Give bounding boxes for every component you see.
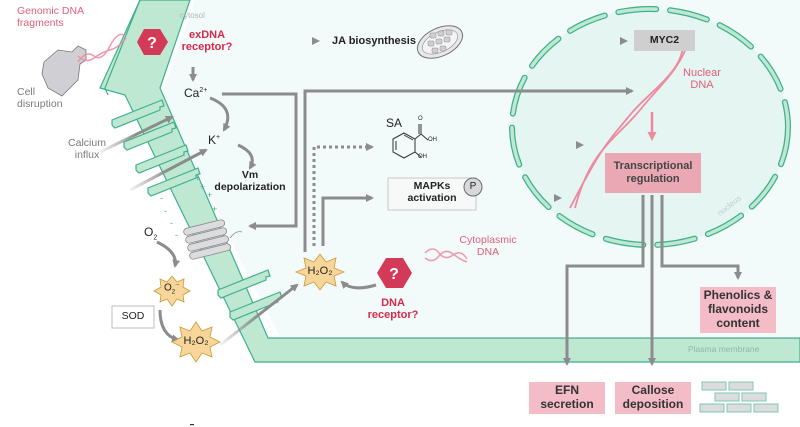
cell-wall-icon xyxy=(699,381,779,413)
phospho-badge xyxy=(463,177,483,197)
h2o2-burst-cytosol xyxy=(294,253,346,291)
superoxide-burst xyxy=(153,275,191,307)
plasma-membrane xyxy=(99,0,800,363)
dna-receptor-icon xyxy=(377,258,412,288)
sa-o-atom: O xyxy=(418,116,423,122)
h2o2-cytosol-label: H₂O₂ xyxy=(307,265,333,277)
svg-text:+: + xyxy=(207,190,212,200)
svg-text:+: + xyxy=(200,182,205,192)
exdna-receptor-question: ? xyxy=(147,35,157,52)
cytoplasmic-dna-icon xyxy=(424,248,468,263)
membrane-charges: ++++ ---- xyxy=(160,173,217,240)
myc2-label: MYC2 xyxy=(649,34,680,46)
sod-box xyxy=(111,305,155,329)
sa-label: SA xyxy=(386,116,403,130)
potassium-ion-label: K+ xyxy=(208,133,221,147)
svg-text:-: - xyxy=(164,206,167,216)
svg-text:+: + xyxy=(195,173,200,183)
genomic-dna-icon xyxy=(77,33,127,63)
ion-channels xyxy=(111,99,283,321)
h2o2-burst-apoplast xyxy=(171,321,221,363)
superoxide-label: O2·- xyxy=(164,282,180,296)
svg-text:-: - xyxy=(170,218,173,228)
calcium-ion-label: Ca2+ xyxy=(184,86,208,100)
mapks-box xyxy=(387,177,477,211)
sa-oh-hydroxyl: OH xyxy=(418,154,427,160)
sa-oh-carboxyl: OH xyxy=(428,137,437,143)
transcriptional-box xyxy=(605,153,701,193)
nadph-oxidase-icon xyxy=(183,219,243,260)
myc2-box xyxy=(634,30,695,51)
phospho-label: P xyxy=(469,181,477,192)
dna-receptor-question: ? xyxy=(389,266,399,283)
svg-text:+: + xyxy=(212,204,217,214)
h2o2-apoplast-label: H₂O₂ xyxy=(183,335,209,347)
nuclear-dna-icon xyxy=(569,35,691,209)
cytosol-label: cytosol xyxy=(180,11,205,20)
exdna-receptor-icon xyxy=(137,29,168,55)
salicylic-acid-structure xyxy=(392,124,429,159)
chloroplast-icon xyxy=(416,25,464,59)
svg-text:-: - xyxy=(175,230,178,240)
plasma-membrane-label: Plasma membrane xyxy=(688,344,760,354)
oxygen-label: O2 xyxy=(144,225,158,242)
arrows xyxy=(99,37,742,366)
ja-biosynthesis-label: JA biosynthesis xyxy=(332,35,416,47)
cell-disruption-icon xyxy=(41,45,87,97)
sod-label: SOD xyxy=(121,310,145,322)
svg-text:-: - xyxy=(160,193,163,203)
